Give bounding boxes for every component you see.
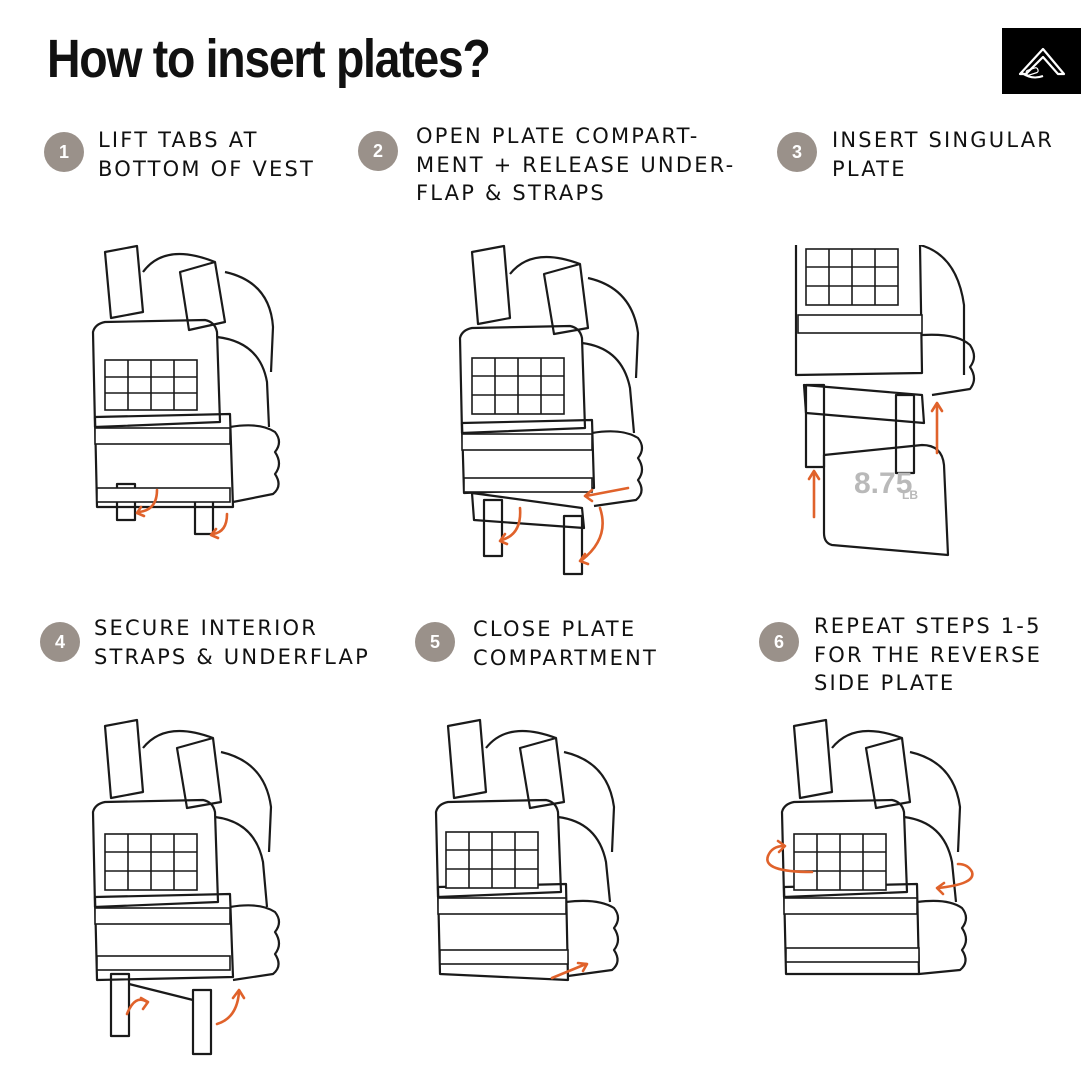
step-label-1: LIFT TABS AT BOTTOM OF VEST bbox=[98, 128, 316, 181]
step-number-3: 3 bbox=[777, 132, 817, 172]
step-label-5: CLOSE PLATE COMPARTMENT bbox=[473, 617, 659, 670]
step-5-vest-illustration bbox=[434, 718, 620, 982]
step-1-vest-illustration bbox=[91, 244, 281, 540]
page-title: How to insert plates? bbox=[47, 29, 491, 89]
brand-logo bbox=[1002, 28, 1081, 94]
step-label-2: OPEN PLATE COMPART- MENT + RELEASE UNDER… bbox=[416, 124, 736, 205]
step-3-vest-illustration: 8.75 LB bbox=[794, 245, 976, 557]
step-number-2: 2 bbox=[358, 131, 398, 171]
plate-weight-unit: LB bbox=[902, 488, 918, 502]
step-label-3: INSERT SINGULAR PLATE bbox=[832, 128, 1055, 181]
step-number-4: 4 bbox=[40, 622, 80, 662]
step-number-1: 1 bbox=[44, 132, 84, 172]
boomerang-logo-icon bbox=[1018, 47, 1066, 79]
step-number-5: 5 bbox=[415, 622, 455, 662]
step-label-4: SECURE INTERIOR STRAPS & UNDERFLAP bbox=[94, 616, 370, 669]
step-2-vest-illustration bbox=[458, 244, 644, 576]
step-4-vest-illustration bbox=[91, 718, 281, 1056]
step-6-vest-illustration bbox=[766, 718, 974, 976]
step-label-6: REPEAT STEPS 1-5 FOR THE REVERSE SIDE PL… bbox=[814, 614, 1043, 695]
step-number-6: 6 bbox=[759, 622, 799, 662]
plate-weight-value: 8.75 bbox=[854, 467, 912, 500]
